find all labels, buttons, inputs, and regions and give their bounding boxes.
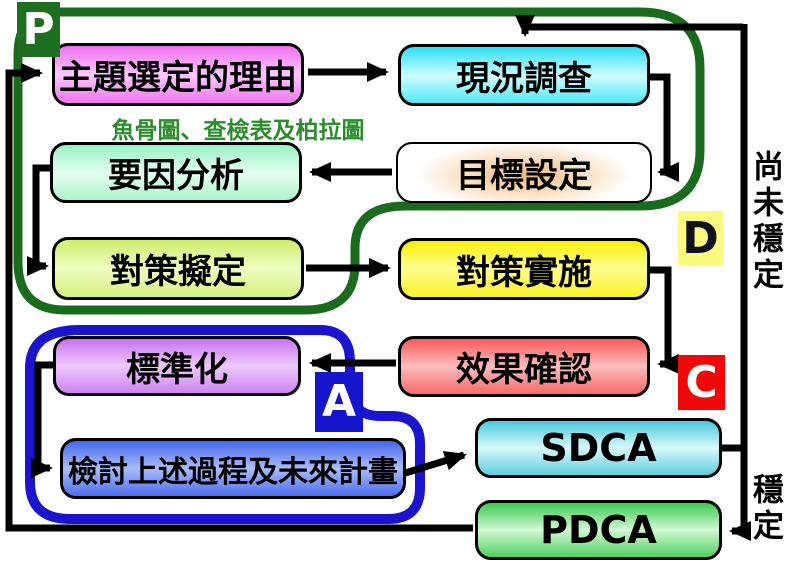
box-countermeasure-plan: 對策擬定 xyxy=(52,237,304,300)
box-standardization: 標準化 xyxy=(53,336,301,396)
stable-label: 穩定 xyxy=(747,473,783,545)
arrow-stable-to-pdca xyxy=(729,24,751,541)
phase-d-label: D xyxy=(678,211,723,266)
box-theme-selection: 主題選定的理由 xyxy=(52,43,304,106)
act-loop-outline xyxy=(25,325,425,524)
box-effect-check: 效果確認 xyxy=(398,336,650,397)
box-cause-analysis: 要因分析 xyxy=(50,142,302,203)
box-review-future: 檢討上述過程及未來計畫 xyxy=(60,438,406,499)
arrow-pdca-to-theme xyxy=(5,63,473,532)
box-sdca: SDCA xyxy=(475,418,722,478)
phase-c-label: C xyxy=(678,355,725,410)
tools-note: 魚骨圖、查檢表及柏拉圖 xyxy=(111,118,365,144)
box-current-survey: 現況調查 xyxy=(398,44,650,106)
phase-a-label: A xyxy=(315,372,363,432)
box-countermeasure-do: 對策實施 xyxy=(398,238,650,300)
arrow-do-to-check xyxy=(650,266,679,374)
arrow-unstable-to-survey xyxy=(515,15,743,37)
arrow-cause-to-plan xyxy=(27,164,50,276)
plan-loop-outline xyxy=(13,7,705,315)
not-yet-stable-label: 尚未穩定 xyxy=(747,150,783,294)
box-goal-setting: 目標設定 xyxy=(396,142,652,203)
arrow-standard-to-review xyxy=(31,361,53,478)
box-pdca: PDCA xyxy=(475,500,722,560)
arrow-survey-to-goal xyxy=(648,73,679,182)
arrow-review-to-sdca xyxy=(400,451,467,478)
phase-p-label: P xyxy=(17,2,60,57)
